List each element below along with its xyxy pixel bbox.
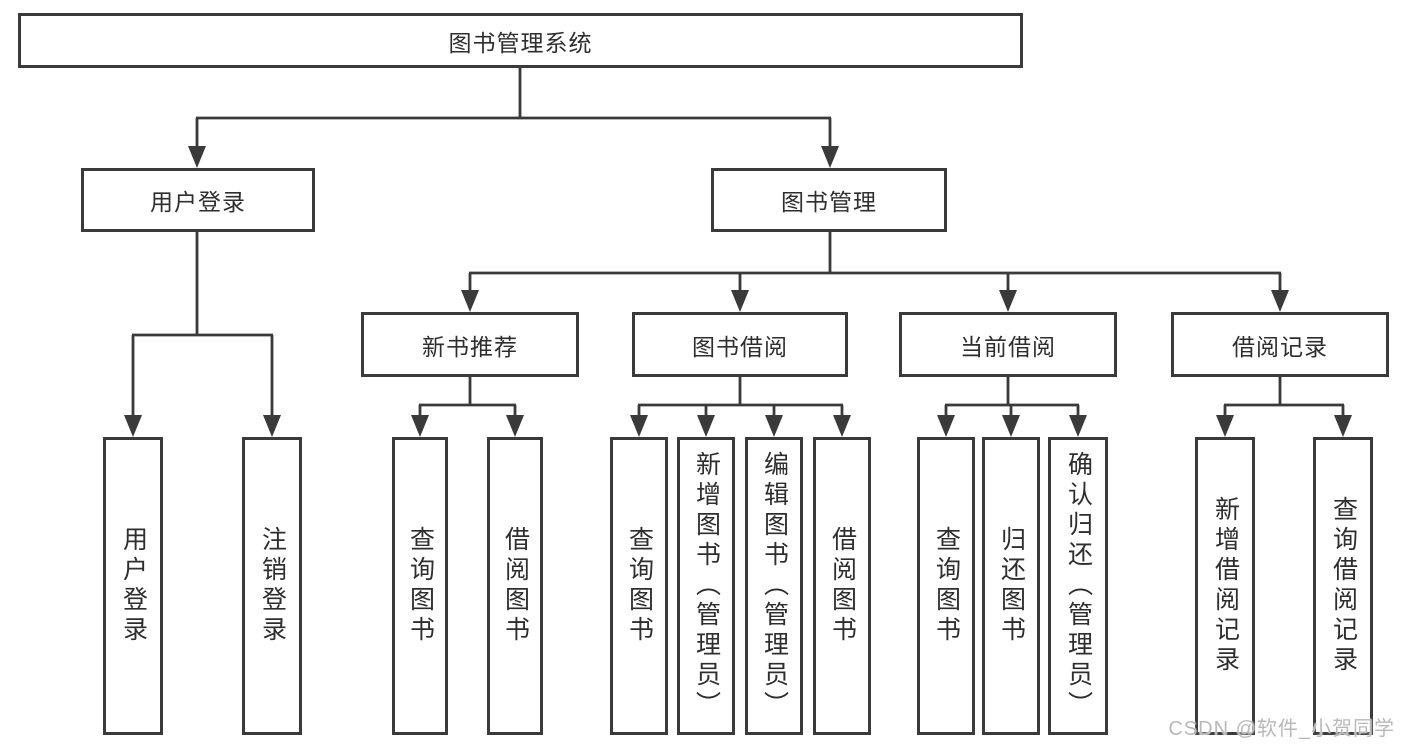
watermark: CSDN @软件_小贺同学 bbox=[1168, 718, 1395, 740]
node-leaf-confirm-return-admin: 确认归还（管理员） bbox=[1048, 437, 1108, 735]
node-user-login-branch: 用户登录 bbox=[81, 168, 315, 232]
node-leaf-edit-book-admin: 编辑图书（管理员） bbox=[745, 437, 803, 735]
node-book-borrow: 图书借阅 bbox=[632, 312, 848, 377]
node-root: 图书管理系统 bbox=[18, 13, 1023, 68]
node-book-management: 图书管理 bbox=[711, 168, 947, 232]
node-leaf-add-book-admin: 新增图书（管理员） bbox=[677, 437, 735, 735]
node-leaf-query-books-3: 查询图书 bbox=[917, 437, 975, 735]
node-leaf-add-borrow-record: 新增借阅记录 bbox=[1195, 437, 1255, 735]
node-leaf-logout: 注销登录 bbox=[242, 437, 302, 735]
node-leaf-query-books-2: 查询图书 bbox=[610, 437, 668, 735]
node-leaf-query-books-1: 查询图书 bbox=[392, 437, 448, 735]
node-leaf-borrow-books-1: 借阅图书 bbox=[487, 437, 543, 735]
node-borrow-records: 借阅记录 bbox=[1171, 312, 1389, 377]
node-leaf-query-borrow-record: 查询借阅记录 bbox=[1313, 437, 1373, 735]
node-new-book-recommend: 新书推荐 bbox=[361, 312, 579, 377]
node-leaf-user-login: 用户登录 bbox=[103, 437, 163, 735]
node-leaf-borrow-books-2: 借阅图书 bbox=[813, 437, 871, 735]
node-current-borrow: 当前借阅 bbox=[899, 312, 1117, 377]
node-leaf-return-book: 归还图书 bbox=[982, 437, 1040, 735]
arrowheads bbox=[124, 146, 1352, 437]
